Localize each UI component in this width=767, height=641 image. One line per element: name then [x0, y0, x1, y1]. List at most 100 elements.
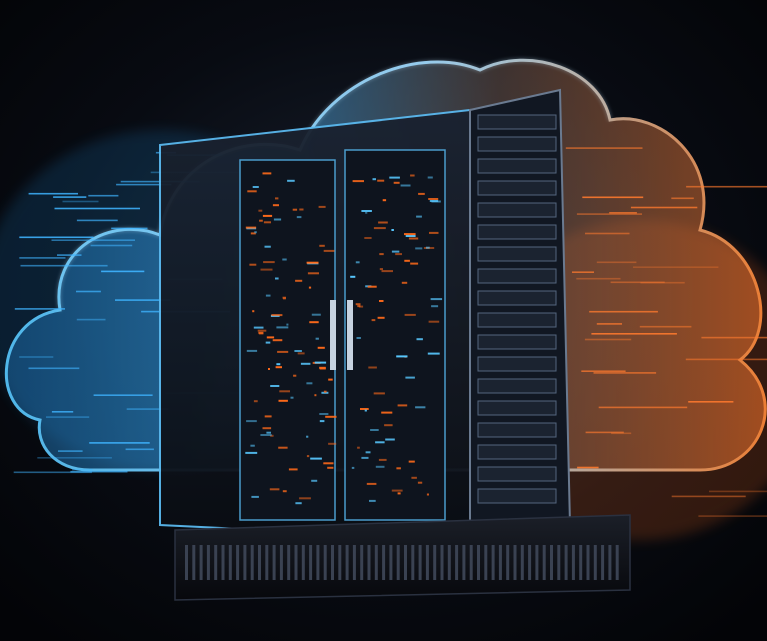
vent-slot [498, 545, 502, 580]
vent-slot [484, 545, 488, 580]
rack-light [294, 350, 302, 352]
data-streak [111, 227, 148, 230]
data-streak [585, 431, 624, 434]
rack-light [323, 462, 334, 465]
rack-light [258, 209, 263, 212]
vent-slot [520, 545, 524, 580]
data-streak [686, 185, 767, 188]
rack-light [260, 268, 273, 271]
rack-unit-slot [477, 422, 557, 438]
vent-slot [564, 545, 568, 580]
data-streak [596, 323, 622, 325]
vent-slot [294, 545, 298, 580]
vent-slot [382, 545, 386, 580]
rack-light [273, 218, 282, 221]
vent-slot [279, 545, 283, 580]
vent-slot [571, 545, 575, 580]
rack-light [411, 476, 417, 479]
rack-light [323, 249, 335, 252]
rack-light [282, 490, 287, 493]
rack-light [250, 232, 256, 235]
rack-light [282, 296, 286, 299]
rack-light [257, 329, 267, 332]
vent-slot [433, 545, 437, 580]
rack-light [396, 467, 401, 470]
rack-light [428, 198, 439, 200]
vent-slot [593, 545, 597, 580]
rack-light [382, 199, 387, 202]
rack-light [397, 404, 408, 407]
rack-light [391, 489, 403, 492]
rack-light [246, 349, 258, 352]
rack-light [282, 258, 287, 261]
rack-light [306, 382, 313, 385]
data-streak [576, 277, 621, 280]
rack-light [410, 262, 419, 265]
data-streak [58, 450, 83, 452]
data-streak [688, 401, 734, 403]
rack-light [293, 374, 297, 377]
rack-light [416, 338, 423, 341]
vent-slot [425, 545, 429, 580]
rack-light [328, 378, 333, 381]
rack-light [311, 479, 318, 482]
rack-light [318, 205, 326, 208]
rack-light [306, 455, 310, 458]
rack-light [415, 406, 426, 409]
rack-unit-slot [477, 378, 557, 394]
rack-light [431, 200, 441, 203]
vent-slot [557, 545, 561, 580]
rack-light [319, 420, 325, 423]
rack-light [355, 261, 360, 264]
rack-light [358, 305, 364, 308]
vent-slot [192, 545, 196, 580]
rack-light [266, 336, 275, 339]
rack-light [352, 180, 364, 183]
vent-slot [411, 545, 415, 580]
data-streak [51, 411, 74, 413]
rack-light [357, 305, 361, 308]
rack-light [378, 221, 388, 224]
data-streak [598, 406, 688, 409]
vent-slot [601, 545, 605, 580]
rack-light [370, 429, 379, 431]
rack-unit-slot [477, 180, 557, 196]
data-streak [14, 308, 66, 310]
rack-light [373, 392, 385, 395]
rack-light [245, 226, 257, 229]
rack-light [321, 391, 329, 394]
rack-light [384, 424, 393, 427]
vent-slot [535, 545, 539, 580]
server-base [174, 514, 631, 601]
data-streak [584, 338, 632, 341]
data-streak [610, 281, 665, 284]
rack-light [265, 294, 271, 297]
rack-light [367, 285, 377, 288]
rack-light [366, 482, 377, 485]
vent-slot [338, 545, 342, 580]
vent-slot [243, 545, 247, 580]
rack-light [249, 263, 257, 266]
rack-light [393, 181, 400, 184]
rack-light [379, 253, 384, 256]
data-streak [116, 183, 172, 186]
rack-unit-slot [477, 290, 557, 306]
rack-light [325, 415, 337, 418]
vent-slot [287, 545, 291, 580]
vent-slot [418, 545, 422, 580]
vent-slot [447, 545, 451, 580]
vent-slot [550, 545, 553, 580]
rack-light [264, 415, 272, 418]
vent-slot [258, 545, 261, 580]
rack-light [252, 310, 255, 313]
rack-light [361, 456, 369, 459]
vent-slot [374, 545, 378, 580]
data-streak [76, 219, 118, 222]
vent-slot [367, 545, 371, 580]
data-streak [572, 271, 594, 273]
data-streak [630, 206, 698, 209]
rack-light [391, 250, 400, 253]
data-streak [585, 232, 630, 235]
data-streak [46, 416, 90, 418]
